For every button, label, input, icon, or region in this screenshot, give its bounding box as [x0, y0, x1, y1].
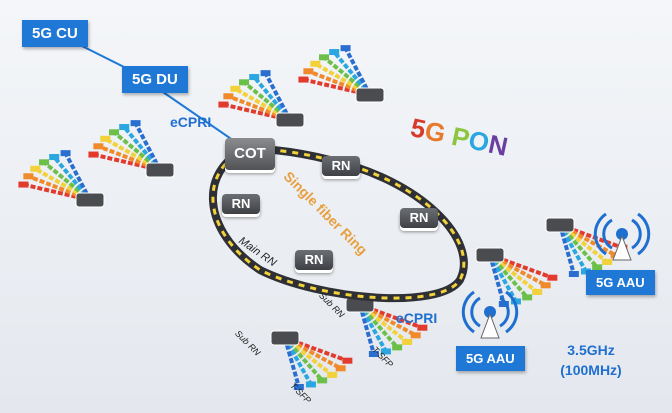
cot-node: COT	[225, 138, 275, 170]
sfp-module	[329, 49, 340, 56]
sfp-module	[522, 294, 533, 301]
sfp-module	[380, 348, 391, 355]
sfp-module	[239, 79, 250, 86]
sfp-module	[319, 54, 330, 61]
sfp-module	[88, 151, 99, 158]
sfp-module	[109, 129, 120, 136]
sfp-module	[100, 135, 111, 142]
sfp-module	[230, 85, 241, 92]
5g-du-box: 5G DU	[122, 66, 188, 93]
5g-aau-box: 5G AAU	[456, 346, 525, 371]
splitter-box	[75, 192, 105, 208]
sfp-module	[540, 282, 551, 289]
rn-node: RN	[400, 208, 438, 228]
sfp-module	[532, 288, 543, 295]
sfp-module	[547, 274, 558, 281]
fiber-drop	[63, 152, 92, 201]
fiber-drop	[488, 254, 518, 303]
sfp-module	[93, 143, 104, 150]
fiber-drop	[558, 224, 588, 273]
sfp-module	[298, 76, 309, 83]
sfp-module	[293, 384, 304, 391]
fiber-drop	[283, 337, 301, 388]
sfp-module	[580, 268, 591, 275]
sfp-module	[410, 332, 421, 339]
fiber-drop	[283, 337, 313, 386]
fiber-drop	[558, 224, 576, 275]
sfp-module	[119, 124, 130, 131]
sfp-module	[23, 173, 34, 180]
fiber-drop	[343, 47, 372, 96]
frequency-label: 3.5GHz (100MHz)	[546, 340, 636, 380]
sfp-module	[49, 154, 60, 161]
splitter-box	[545, 217, 575, 233]
rn-node: RN	[222, 194, 260, 214]
sfp-module	[18, 181, 29, 188]
rn-node: RN	[322, 156, 360, 176]
ecpri-label-top: eCPRI	[170, 114, 212, 130]
antenna-icon	[593, 212, 651, 261]
fiber-drop	[488, 254, 506, 305]
5g-cu-box: 5G CU	[22, 20, 88, 47]
splitter-box	[270, 330, 300, 346]
sfp-module	[568, 271, 579, 278]
ring-dashes	[211, 147, 466, 300]
sfp-module	[218, 101, 229, 108]
sfp-module	[317, 377, 328, 384]
rn-node: RN	[295, 250, 333, 270]
fiber-drop	[358, 304, 388, 353]
sfp-module	[417, 324, 428, 331]
du-cot-link	[159, 89, 241, 146]
sfp-module	[30, 165, 41, 172]
splitter-box	[355, 87, 385, 103]
sfp-module	[39, 159, 50, 166]
fiber-drop	[263, 72, 292, 121]
fiber-drop	[358, 304, 376, 355]
sfp-module	[130, 120, 141, 127]
sfp-module	[305, 381, 316, 388]
fiber-drop	[133, 122, 162, 171]
sfp-module	[310, 60, 321, 67]
sfp-module	[260, 70, 271, 77]
sfp-module	[498, 301, 509, 308]
splitter-box	[145, 162, 175, 178]
frequency-value: 3.5GHz	[567, 342, 615, 358]
sfp-module	[223, 93, 234, 100]
ecpri-label-bottom: eCPRI	[396, 310, 438, 326]
sfp-module	[335, 365, 346, 372]
antenna-icon	[461, 290, 519, 339]
splitter-box	[275, 112, 305, 128]
bandwidth-value: (100MHz)	[560, 362, 622, 378]
sfp-module	[340, 45, 351, 52]
sfp-module	[602, 258, 613, 265]
sfp-module	[392, 344, 403, 351]
sfp-module	[368, 351, 379, 358]
sfp-module	[402, 338, 413, 345]
sfp-module	[249, 74, 260, 81]
sfp-module	[327, 371, 338, 378]
sfp-module	[592, 264, 603, 271]
5g-aau-box: 5G AAU	[586, 270, 655, 295]
sfp-module	[342, 357, 353, 364]
sfp-module	[60, 150, 71, 157]
sfp-module	[303, 68, 314, 75]
splitter-box	[475, 247, 505, 263]
